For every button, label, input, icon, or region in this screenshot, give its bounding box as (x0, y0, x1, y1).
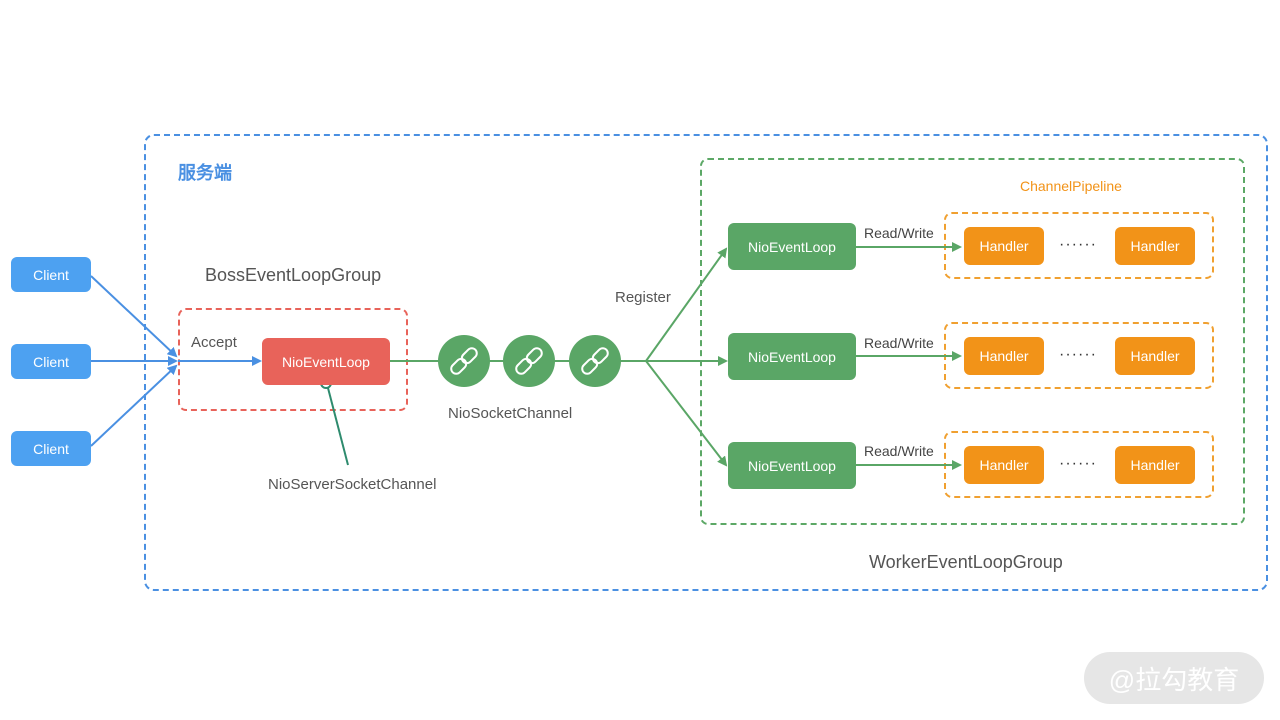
ellipsis: ······ (1059, 236, 1097, 253)
worker-nio-event-loop: NioEventLoop (728, 442, 856, 489)
handler-node: Handler (1115, 337, 1195, 375)
channel-pipeline-box (944, 212, 1214, 279)
server-title: 服务端 (178, 163, 232, 183)
handler-node: Handler (964, 337, 1044, 375)
accept-label: Accept (191, 334, 237, 351)
read-write-label: Read/Write (864, 443, 934, 459)
server-container (144, 134, 1268, 591)
worker-group-label: WorkerEventLoopGroup (869, 552, 1063, 572)
read-write-arrows (856, 242, 962, 470)
handler-node: Handler (964, 446, 1044, 484)
handler-node: Handler (1115, 227, 1195, 265)
register-label: Register (615, 289, 671, 306)
read-write-label: Read/Write (864, 225, 934, 241)
register-arrow (645, 247, 728, 362)
client-node: Client (11, 431, 91, 466)
watermark-logo: @拉勾教育 (1084, 652, 1264, 704)
ellipsis: ······ (1059, 346, 1097, 363)
link-icon (569, 335, 621, 387)
client-node: Client (11, 344, 91, 379)
register-arrow (645, 360, 728, 467)
client-node: Client (11, 257, 91, 292)
worker-nio-event-loop: NioEventLoop (728, 333, 856, 380)
boss-group-label: BossEventLoopGroup (205, 265, 382, 285)
register-arrows (645, 247, 728, 467)
boss-nio-event-loop: NioEventLoop (262, 338, 390, 385)
read-write-label: Read/Write (864, 335, 934, 351)
channel-icons (438, 335, 621, 387)
channel-pipeline-label: ChannelPipeline (1020, 178, 1122, 194)
worker-nio-event-loop: NioEventLoop (728, 223, 856, 270)
client-arrows (90, 275, 178, 447)
nio-socket-channel-label: NioSocketChannel (448, 405, 573, 422)
client-arrow (90, 364, 178, 447)
client-arrow (90, 275, 178, 358)
link-icon (503, 335, 555, 387)
worker-event-loop-group (700, 158, 1245, 525)
server-channel-pointer (327, 387, 349, 466)
boss-event-loop-group (178, 308, 408, 411)
handler-node: Handler (964, 227, 1044, 265)
handler-node: Handler (1115, 446, 1195, 484)
nio-server-socket-channel-label: NioServerSocketChannel (268, 476, 437, 493)
ellipsis: ······ (1059, 455, 1097, 472)
link-icon (438, 335, 490, 387)
